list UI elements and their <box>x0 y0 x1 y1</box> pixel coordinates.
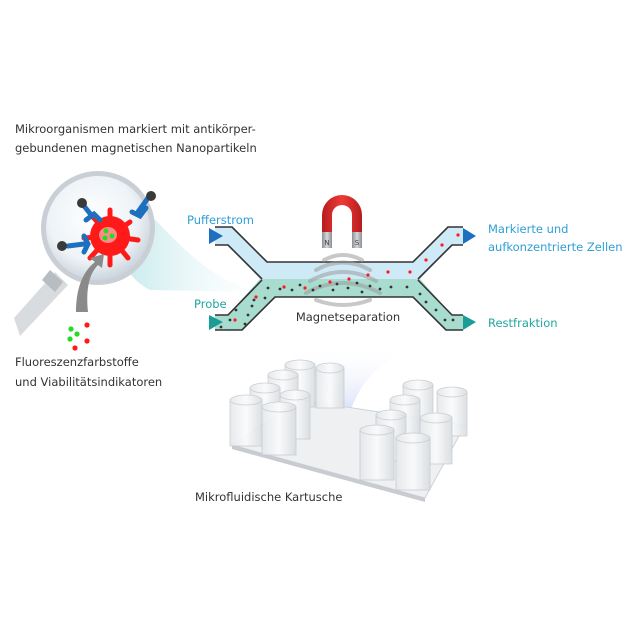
magnetic-separation-label: Magnetseparation <box>296 310 400 324</box>
magnet-north-label: N <box>324 239 329 247</box>
magnifier-handle <box>14 270 68 336</box>
dyes-label-line1: Fluoreszenzfarbstoffe <box>15 355 139 369</box>
dye-arrow-icon <box>76 254 104 312</box>
particles <box>219 233 460 329</box>
marked-cells-label-line1: Markierte und <box>488 222 568 236</box>
funnel-beam <box>270 345 420 440</box>
antibody-nanoparticle-icons <box>65 195 151 255</box>
cartridge-image <box>229 359 468 502</box>
nanoparticle-icon <box>77 198 87 208</box>
marked-cells-label-line2: aufkonzentrierte Zellen <box>488 240 623 254</box>
microorganism-icon <box>81 207 141 268</box>
sample-label: Probe <box>194 297 227 311</box>
buffer-inlet-arrow-icon <box>209 228 223 244</box>
microfluidic-channel <box>215 226 463 331</box>
residual-outlet-arrow-icon <box>463 315 476 330</box>
microorganisms-label-line1: Mikroorganismen markiert mit antikörper- <box>15 122 256 136</box>
magnet-icon: N S <box>322 195 362 248</box>
buffer-stream-label: Pufferstrom <box>187 213 254 227</box>
cartridge-label: Mikrofluidische Kartusche <box>195 490 342 504</box>
nanoparticle-icon <box>146 191 156 201</box>
zoom-beam <box>120 185 262 292</box>
marked-outlet-arrow-icon <box>463 228 476 244</box>
nanoparticle-icon <box>57 241 67 251</box>
residual-fraction-label: Restfraktion <box>488 316 558 330</box>
microorganisms-label-line2: gebundenen magnetischen Nanopartikeln <box>15 141 257 155</box>
magnet-south-label: S <box>355 239 360 247</box>
dye-particles-icon <box>67 322 90 351</box>
sample-inlet-arrow-icon <box>209 315 223 330</box>
dyes-label-line2: und Viabilitätsindikatoren <box>15 375 162 389</box>
